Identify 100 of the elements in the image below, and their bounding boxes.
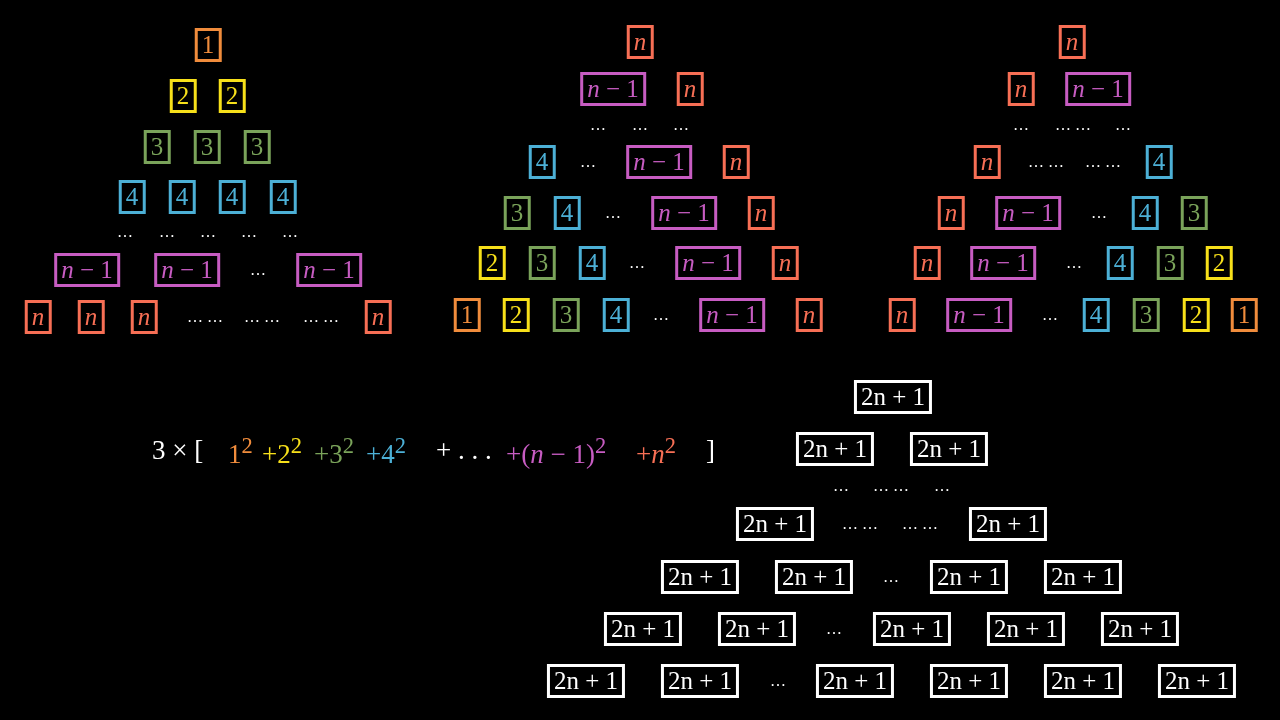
term-box: n − 1 xyxy=(675,246,741,280)
term-box: n xyxy=(676,72,704,106)
term-box: 2n + 1 xyxy=(603,612,683,646)
formula-term: +(n − 1)$^{2}$ xyxy=(506,432,607,471)
ellipsis: … xyxy=(934,478,950,494)
term-box: 3 xyxy=(503,196,531,230)
term-box: 2n + 1 xyxy=(546,664,626,698)
term-box: 2n + 1 xyxy=(717,612,797,646)
term-box: n − 1 xyxy=(946,298,1012,332)
term-box: 4 xyxy=(602,298,630,332)
formula-term: +2$^{2}$ xyxy=(262,432,302,471)
term-box: 3 xyxy=(1132,298,1160,332)
ellipsis: … xyxy=(605,205,621,221)
term-box: n − 1 xyxy=(154,253,220,287)
term-box: 3 xyxy=(193,130,221,164)
term-box: 4 xyxy=(1145,145,1173,179)
ellipsis: … xyxy=(632,117,648,133)
term-box: n − 1 xyxy=(296,253,362,287)
term-box: n xyxy=(1058,25,1086,59)
term-box: 2n + 1 xyxy=(815,664,895,698)
term-box: 4 xyxy=(1082,298,1110,332)
formula-term: 1$^{2}$ xyxy=(228,432,253,471)
term-box: 2n + 1 xyxy=(1043,664,1123,698)
term-box: 4 xyxy=(168,180,196,214)
term-box: 3 xyxy=(243,130,271,164)
term-box: 4 xyxy=(1131,196,1159,230)
ellipsis: … xyxy=(200,224,216,240)
ellipsis: … xyxy=(770,673,786,689)
formula-term: +4$^{2}$ xyxy=(366,432,406,471)
ellipsis: … … xyxy=(873,478,909,494)
term-box: n xyxy=(24,300,52,334)
term-box: 2n + 1 xyxy=(872,612,952,646)
ellipsis: … … xyxy=(1028,154,1064,170)
ellipsis: … xyxy=(250,262,266,278)
term-box: 2n + 1 xyxy=(929,560,1009,594)
term-box: 2n + 1 xyxy=(968,507,1048,541)
term-box: n xyxy=(77,300,105,334)
term-box: n − 1 xyxy=(626,145,692,179)
term-box: n xyxy=(722,145,750,179)
term-box: n − 1 xyxy=(1065,72,1131,106)
term-box: 2 xyxy=(1182,298,1210,332)
ellipsis: … xyxy=(833,478,849,494)
formula-term: ] xyxy=(706,434,715,467)
term-box: 2 xyxy=(218,79,246,113)
term-box: 2n + 1 xyxy=(735,507,815,541)
ellipsis: … … xyxy=(244,309,280,325)
ellipsis: … xyxy=(629,255,645,271)
ellipsis: … … xyxy=(187,309,223,325)
term-box: 3 xyxy=(1156,246,1184,280)
term-box: 4 xyxy=(1106,246,1134,280)
ellipsis: … xyxy=(1042,307,1058,323)
ellipsis: … … xyxy=(842,516,878,532)
term-box: 2 xyxy=(478,246,506,280)
term-box: 4 xyxy=(218,180,246,214)
term-box: n − 1 xyxy=(651,196,717,230)
ellipsis: … xyxy=(1091,205,1107,221)
term-box: 3 xyxy=(143,130,171,164)
formula-term: +3$^{2}$ xyxy=(314,432,354,471)
term-box: 1 xyxy=(194,28,222,62)
term-box: n xyxy=(937,196,965,230)
term-box: 3 xyxy=(552,298,580,332)
term-box: 4 xyxy=(578,246,606,280)
term-box: n xyxy=(626,25,654,59)
term-box: 4 xyxy=(118,180,146,214)
term-box: 3 xyxy=(528,246,556,280)
term-box: 1 xyxy=(1230,298,1258,332)
term-box: 2n + 1 xyxy=(660,560,740,594)
ellipsis: … xyxy=(241,224,257,240)
formula-term: 3 × [ xyxy=(152,434,204,467)
ellipsis: … xyxy=(590,117,606,133)
term-box: n xyxy=(888,298,916,332)
term-box: 2n + 1 xyxy=(660,664,740,698)
formula-term: + . . . xyxy=(436,434,492,467)
term-box: 2n + 1 xyxy=(853,380,933,414)
term-box: n xyxy=(913,246,941,280)
ellipsis: … xyxy=(159,224,175,240)
term-box: n − 1 xyxy=(995,196,1061,230)
ellipsis: … xyxy=(1115,117,1131,133)
term-box: 4 xyxy=(553,196,581,230)
term-box: 2 xyxy=(502,298,530,332)
ellipsis: … xyxy=(1066,255,1082,271)
term-box: 2n + 1 xyxy=(986,612,1066,646)
term-box: n xyxy=(795,298,823,332)
ellipsis: … xyxy=(117,224,133,240)
term-box: n xyxy=(973,145,1001,179)
ellipsis: … xyxy=(1013,117,1029,133)
term-box: n xyxy=(747,196,775,230)
ellipsis: … xyxy=(282,224,298,240)
ellipsis: … … xyxy=(303,309,339,325)
term-box: n − 1 xyxy=(970,246,1036,280)
ellipsis: … xyxy=(883,569,899,585)
term-box: n − 1 xyxy=(54,253,120,287)
term-box: 2n + 1 xyxy=(929,664,1009,698)
term-box: 2 xyxy=(1205,246,1233,280)
ellipsis: … xyxy=(580,154,596,170)
term-box: n xyxy=(1007,72,1035,106)
term-box: 3 xyxy=(1180,196,1208,230)
term-box: 2n + 1 xyxy=(1043,560,1123,594)
term-box: 2n + 1 xyxy=(909,432,989,466)
ellipsis: … xyxy=(653,307,669,323)
